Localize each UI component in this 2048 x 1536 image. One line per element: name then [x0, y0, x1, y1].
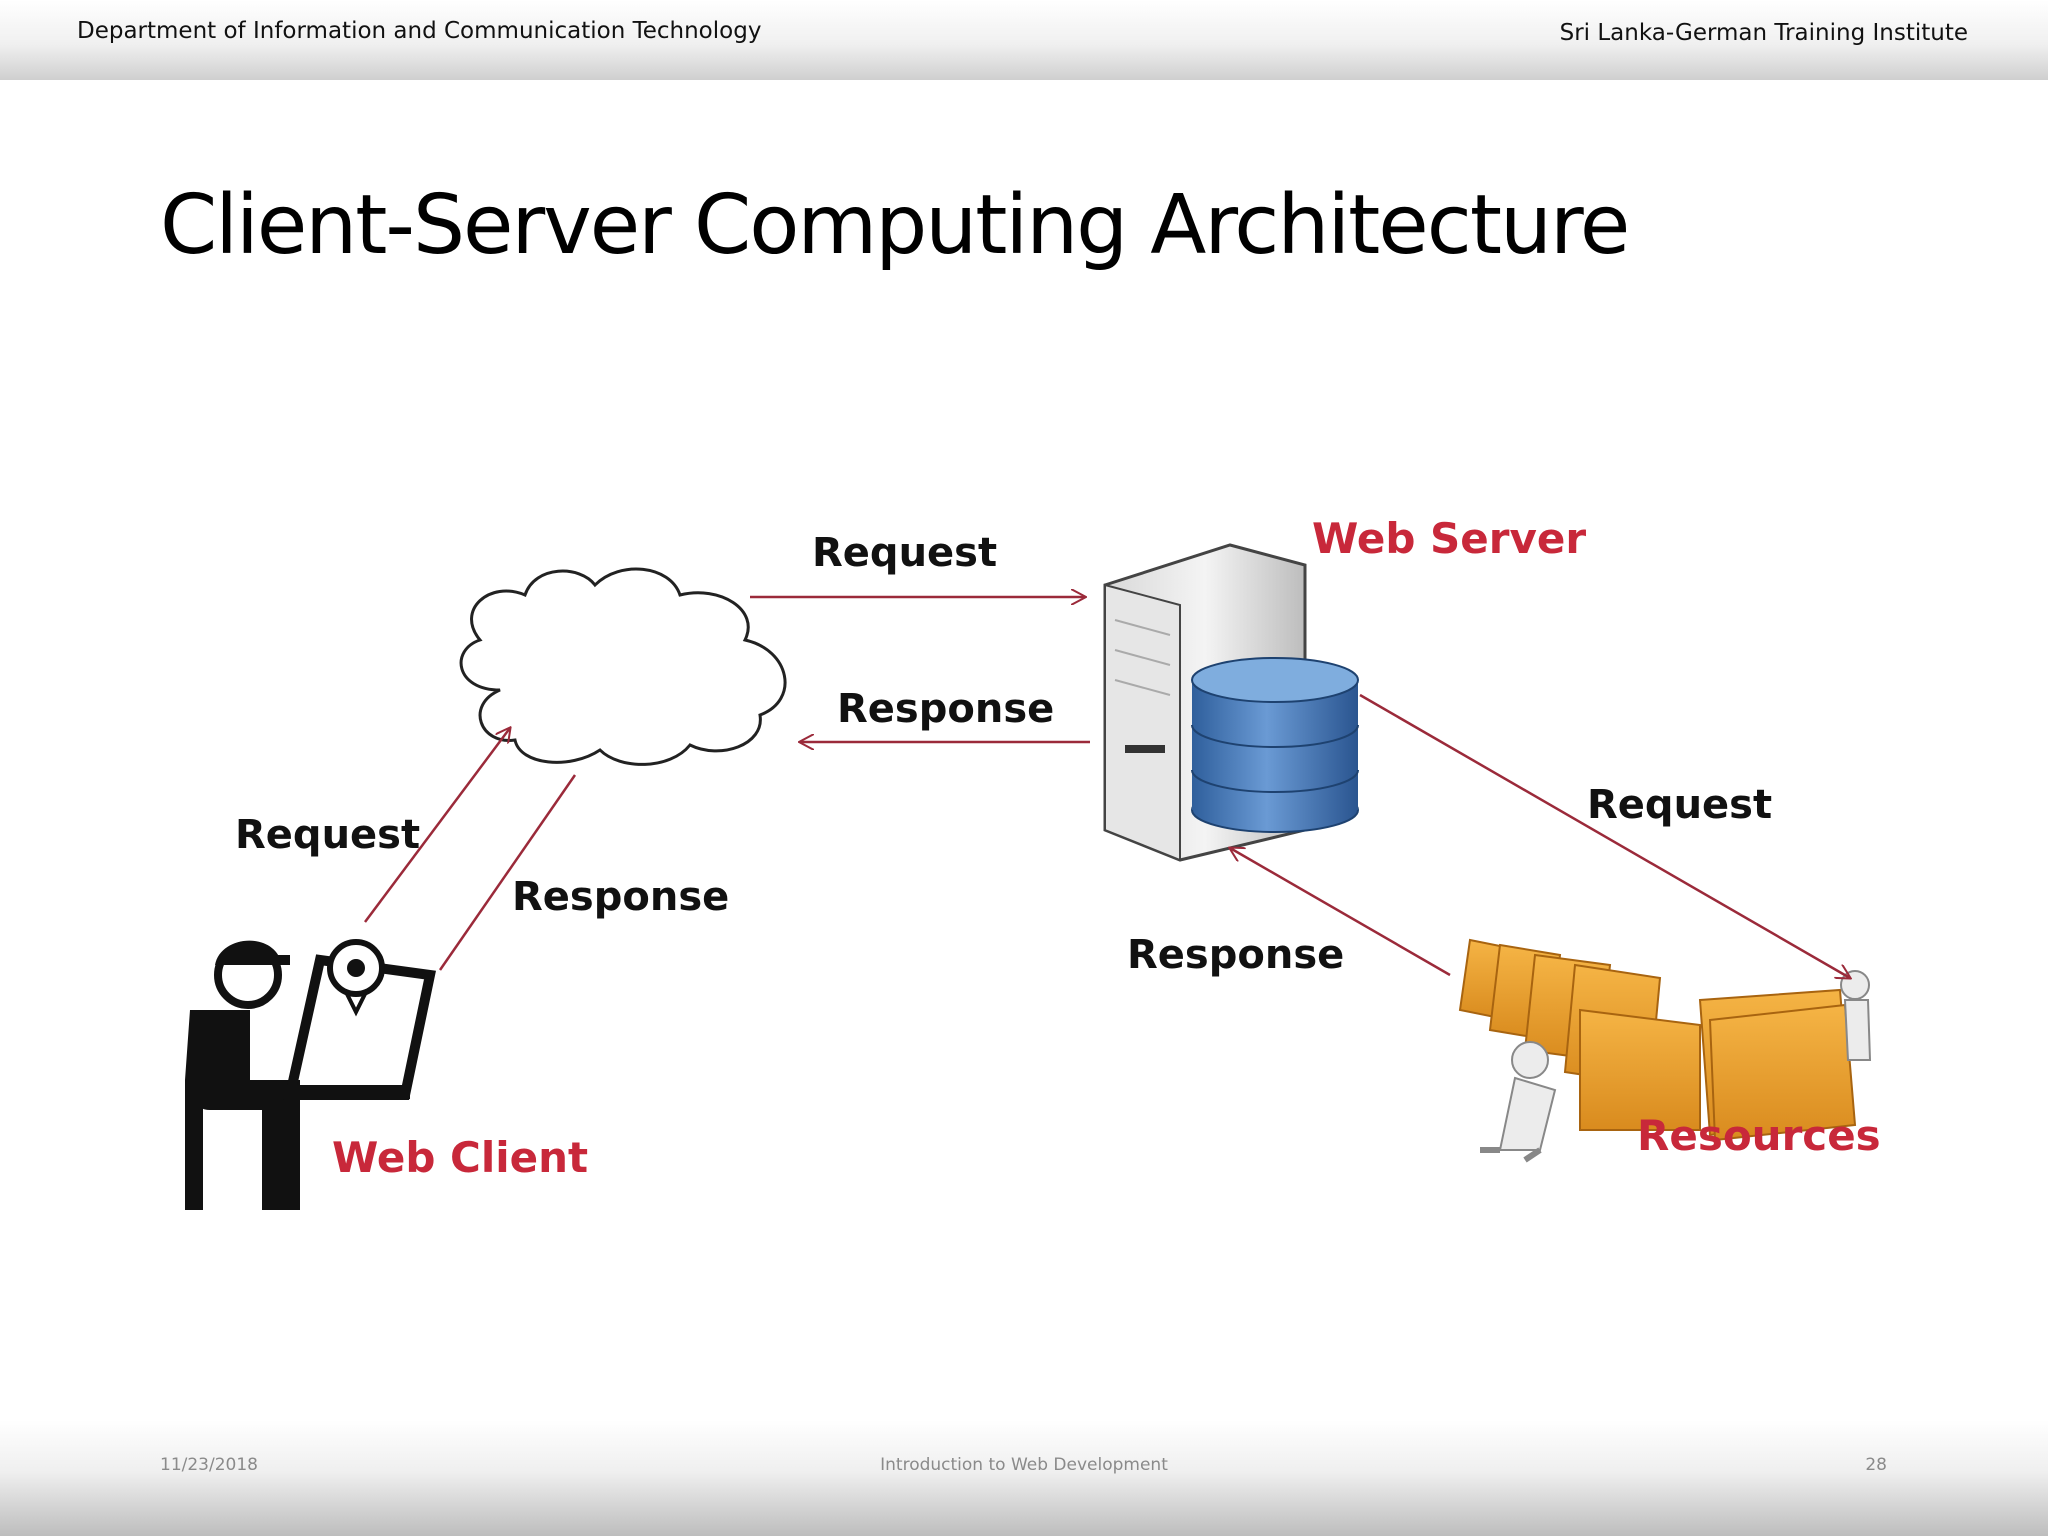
web-client-person-icon	[185, 939, 436, 1210]
slide-title: Client-Server Computing Architecture	[160, 178, 1630, 273]
header-institute: Sri Lanka-German Training Institute	[1559, 20, 1968, 46]
label-response-top: Response	[837, 686, 1054, 732]
footer-page-number: 28	[1865, 1455, 1887, 1475]
label-web-client: Web Client	[332, 1133, 588, 1182]
label-web-server: Web Server	[1312, 514, 1586, 563]
arrow-response-left	[438, 774, 577, 971]
label-request-top: Request	[812, 530, 997, 576]
arrow-response-right	[1230, 848, 1451, 977]
resources-folders-icon	[1458, 938, 1872, 1163]
footer-band	[0, 1420, 2048, 1536]
footer-date: 11/23/2018	[160, 1455, 258, 1475]
arrow-request-left	[363, 728, 510, 923]
arrow-request-right	[1359, 693, 1850, 978]
label-request-left: Request	[235, 812, 420, 858]
internet-cloud-icon	[459, 567, 787, 766]
footer-course-title: Introduction to Web Development	[880, 1455, 1168, 1475]
label-request-right: Request	[1587, 782, 1772, 828]
label-response-left: Response	[512, 874, 729, 920]
label-resources: Resources	[1637, 1111, 1881, 1160]
database-icon	[1191, 657, 1359, 833]
header-department: Department of Information and Communicat…	[77, 18, 762, 44]
label-response-right: Response	[1127, 932, 1344, 978]
header-band	[0, 0, 2048, 80]
